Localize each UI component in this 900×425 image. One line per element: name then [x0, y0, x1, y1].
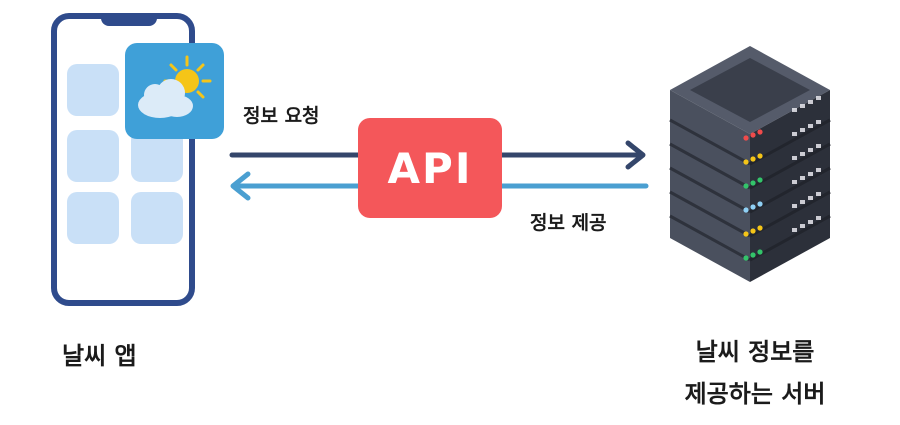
api-label: API — [387, 143, 473, 193]
request-label: 정보 요청 — [243, 105, 320, 127]
server-label: 날씨 정보를 제공하는 서버 — [650, 331, 860, 415]
weather-app-icon — [125, 43, 224, 139]
phone-notch — [101, 13, 157, 26]
app-tile — [131, 192, 183, 244]
server-label-line1: 날씨 정보를 — [695, 338, 815, 366]
app-tile — [67, 130, 119, 182]
status-lights — [743, 129, 763, 261]
api-box: API — [358, 118, 502, 218]
sun-cloud-icon — [138, 55, 212, 118]
client-label: 날씨 앱 — [62, 342, 137, 370]
app-tile — [67, 64, 119, 116]
app-tile — [67, 192, 119, 244]
response-label: 정보 제공 — [530, 212, 607, 234]
server-icon — [669, 46, 831, 282]
server-label-line2: 제공하는 서버 — [684, 380, 826, 408]
